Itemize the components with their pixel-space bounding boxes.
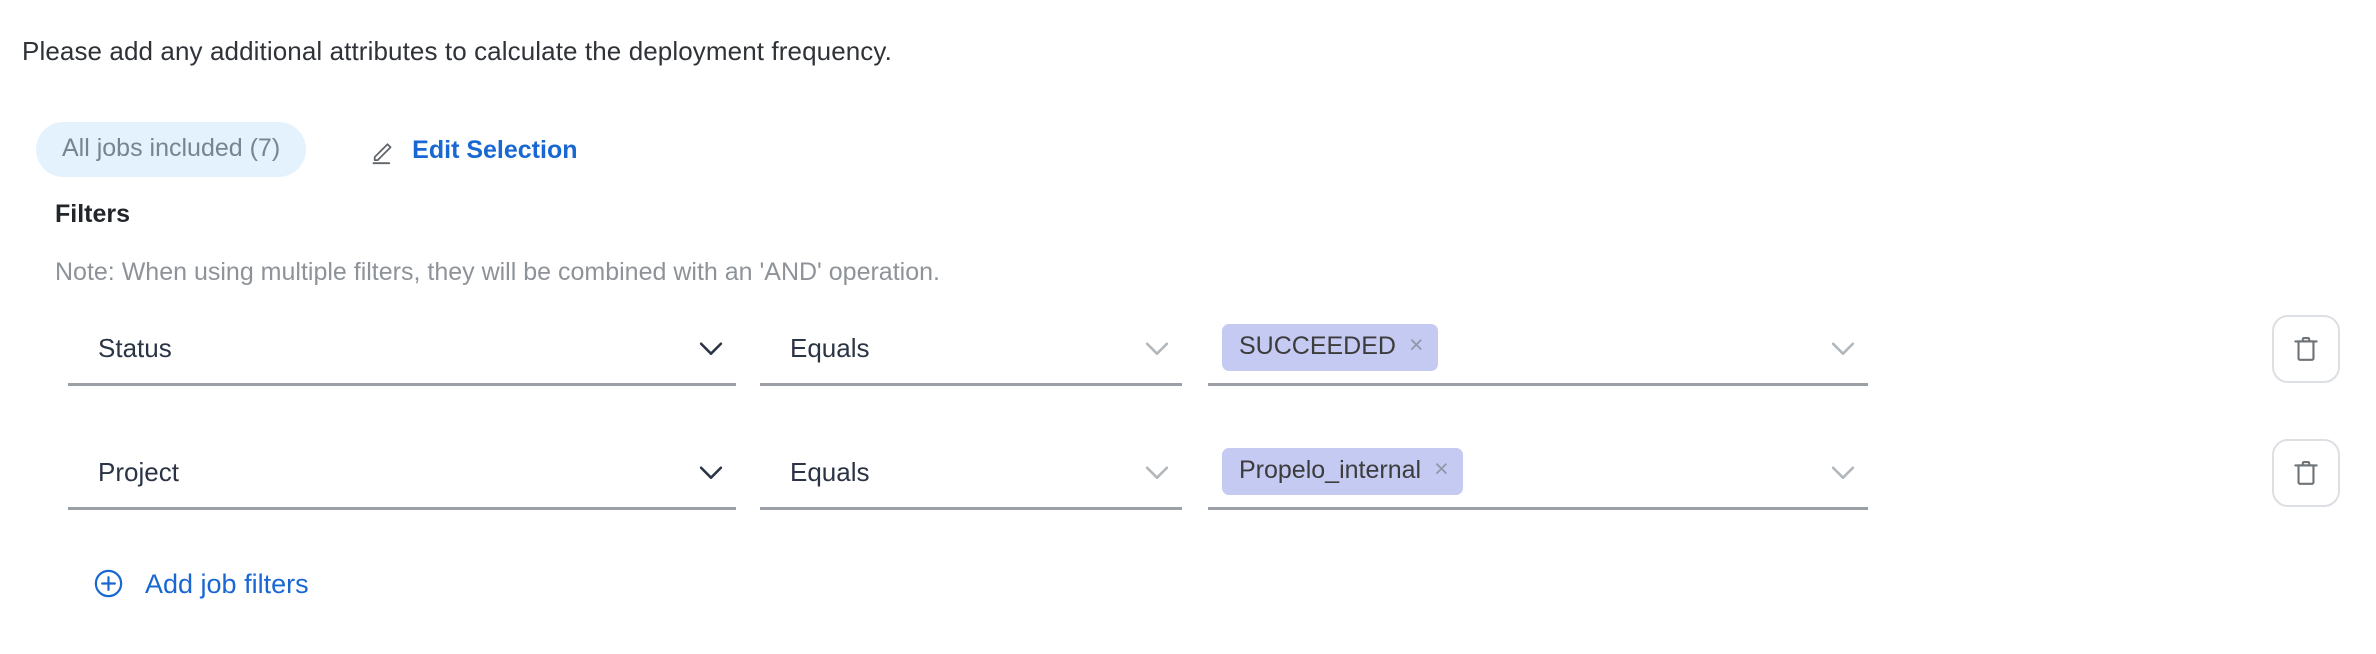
plus-circle-icon	[94, 569, 123, 598]
chevron-down-icon[interactable]	[1826, 331, 1860, 365]
jobs-included-badge: All jobs included (7)	[36, 122, 307, 177]
trash-icon	[2294, 461, 2318, 485]
delete-filter-button[interactable]	[2272, 439, 2340, 507]
filter-operator-select[interactable]: Equals	[760, 436, 1182, 510]
filter-value-select[interactable]: SUCCEEDED ×	[1208, 312, 1868, 386]
filter-rows: Status Equals SUCCEEDED ×	[0, 312, 2376, 560]
filter-attribute-select[interactable]: Project	[68, 436, 736, 510]
filter-value-chip-label: Propelo_internal	[1239, 456, 1422, 484]
filter-value-select[interactable]: Propelo_internal ×	[1208, 436, 1868, 510]
filter-value-chip[interactable]: Propelo_internal ×	[1222, 448, 1463, 495]
instruction-text: Please add any additional attributes to …	[22, 36, 892, 66]
trash-icon	[2294, 337, 2318, 361]
edit-selection-button[interactable]: Edit Selection	[370, 136, 577, 164]
chevron-down-icon[interactable]	[1140, 331, 1174, 365]
delete-filter-button[interactable]	[2272, 315, 2340, 383]
filter-row: Project Equals Propelo_internal ×	[0, 436, 2376, 560]
close-icon[interactable]: ×	[1434, 455, 1449, 483]
job-selection-row: All jobs included (7) Edit Selection	[36, 122, 577, 177]
filter-attribute-value: Status	[98, 332, 172, 363]
filter-operator-value: Equals	[790, 456, 870, 487]
add-job-filters-button[interactable]: Add job filters	[92, 567, 309, 600]
filters-heading: Filters	[55, 200, 131, 228]
chevron-down-icon[interactable]	[1140, 455, 1174, 489]
chevron-down-icon[interactable]	[694, 455, 728, 489]
add-job-filters-label: Add job filters	[145, 568, 309, 599]
pencil-icon	[370, 137, 398, 165]
close-icon[interactable]: ×	[1408, 331, 1424, 359]
filter-attribute-select[interactable]: Status	[68, 312, 736, 386]
filter-operator-select[interactable]: Equals	[760, 312, 1182, 386]
filter-attribute-value: Project	[98, 456, 179, 487]
chevron-down-icon[interactable]	[694, 331, 728, 365]
filter-operator-value: Equals	[790, 332, 870, 363]
filters-note: Note: When using multiple filters, they …	[55, 258, 940, 286]
filter-row: Status Equals SUCCEEDED ×	[0, 312, 2376, 436]
edit-selection-label: Edit Selection	[412, 135, 578, 164]
filter-value-chip[interactable]: SUCCEEDED ×	[1222, 324, 1438, 371]
filter-value-chip-label: SUCCEEDED	[1239, 332, 1396, 360]
chevron-down-icon[interactable]	[1826, 455, 1860, 489]
